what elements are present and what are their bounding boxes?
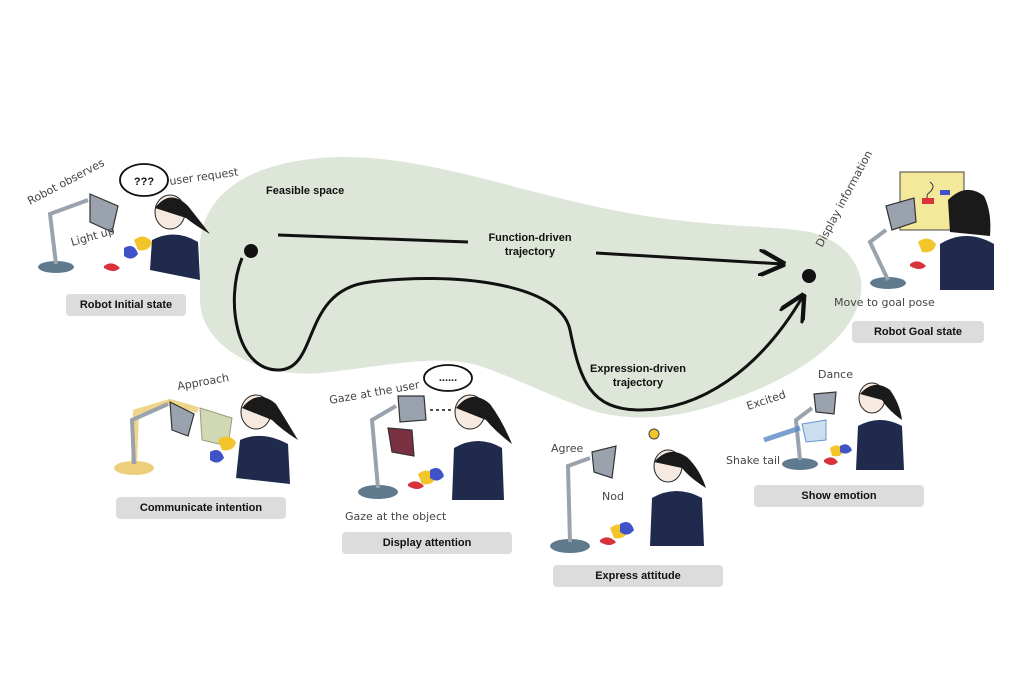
expression-trajectory-label-1: Expression-driven xyxy=(590,363,686,375)
annotation-light-up: Light up xyxy=(69,224,116,249)
feasible-space-label: Feasible space xyxy=(266,185,344,197)
label-robot-goal-state: Robot Goal state xyxy=(852,321,984,343)
start-point xyxy=(244,244,258,258)
function-trajectory-label-2: trajectory xyxy=(505,246,556,258)
expression-trajectory-label-2: trajectory xyxy=(613,377,664,389)
lamp-robot xyxy=(358,395,427,499)
label-robot-initial-state: Robot Initial state xyxy=(66,294,186,316)
user-figure xyxy=(236,394,298,484)
annotation-user-request: user request xyxy=(169,165,240,188)
user-figure xyxy=(856,382,904,470)
object-red xyxy=(824,457,838,465)
object-blue xyxy=(124,246,138,259)
lamp-robot xyxy=(38,193,119,273)
object-red xyxy=(408,481,424,489)
svg-text:???: ??? xyxy=(134,176,154,188)
object-blue xyxy=(430,468,444,481)
function-trajectory-label-1: Function-driven xyxy=(488,232,571,244)
annotation-agree: Agree xyxy=(551,442,584,455)
svg-text:......: ...... xyxy=(439,372,457,384)
object-yellow xyxy=(918,238,936,253)
object-blue xyxy=(840,444,852,454)
speech-bubble-ellipsis: ...... xyxy=(423,364,473,392)
expression-trajectory-line xyxy=(232,257,803,412)
user-figure xyxy=(150,194,210,280)
user-figure xyxy=(650,449,706,546)
object-blue xyxy=(620,522,634,535)
scene-express-attitude: Agree Nod xyxy=(550,428,706,553)
scene-communicate-intention: Approach xyxy=(114,371,298,484)
user-figure xyxy=(452,394,512,500)
scene-display-attention: ...... Gaze at the user Gaze at the obje… xyxy=(328,364,512,523)
annotation-gaze-object: Gaze at the object xyxy=(345,510,447,523)
object-yellow xyxy=(134,236,152,251)
function-trajectory-line-2 xyxy=(595,253,783,264)
speech-bubble-question: ??? xyxy=(119,163,169,197)
object-red xyxy=(104,263,120,271)
lamp-robot-ghosted xyxy=(114,398,233,475)
annotation-dance: Dance xyxy=(818,368,853,381)
object-red xyxy=(600,537,616,545)
annotation-shake-tail: Shake tail xyxy=(726,454,780,467)
annotation-nod: Nod xyxy=(602,490,624,503)
label-communicate-intention: Communicate intention xyxy=(116,497,286,519)
annotation-display-information: Display information xyxy=(813,148,875,249)
scene-show-emotion: Excited Dance Shake tail xyxy=(726,368,904,470)
feasible-space-region xyxy=(199,157,862,418)
lamp-robot xyxy=(763,391,837,470)
lightbulb-icon xyxy=(648,428,660,440)
label-show-emotion: Show emotion xyxy=(754,485,924,507)
goal-point xyxy=(802,269,816,283)
object-red xyxy=(910,261,926,269)
function-trajectory-line-1 xyxy=(277,233,469,244)
label-express-attitude: Express attitude xyxy=(553,565,723,587)
lamp-robot xyxy=(867,197,917,289)
object-yellow xyxy=(218,436,236,451)
object-blue xyxy=(210,450,224,463)
annotation-approach: Approach xyxy=(176,371,230,393)
user-figure xyxy=(940,189,994,290)
label-display-attention: Display attention xyxy=(342,532,512,554)
annotation-move-to-goal-pose: Move to goal pose xyxy=(834,296,935,309)
lamp-robot xyxy=(550,445,617,553)
